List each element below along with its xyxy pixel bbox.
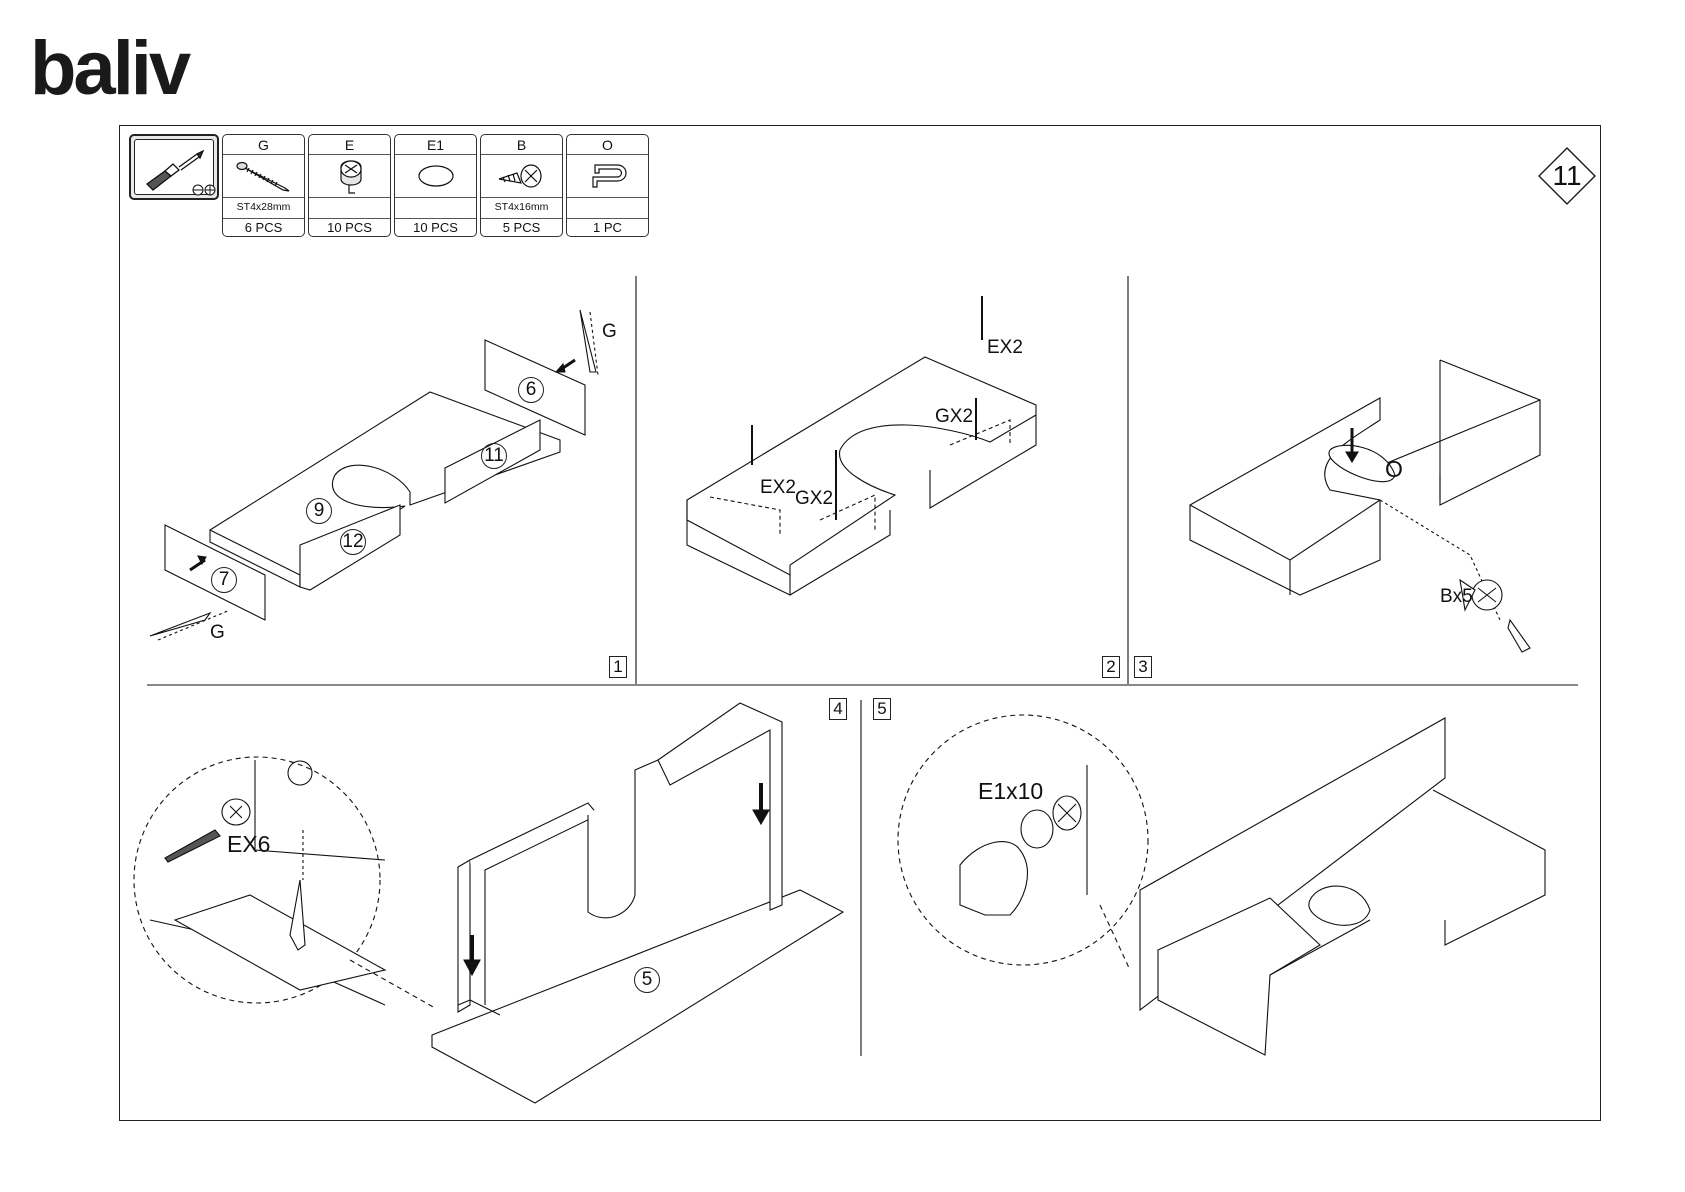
- panel-number-11: 11: [481, 443, 507, 469]
- part-label-g-bottom: G: [210, 623, 225, 642]
- step4-illustration: [134, 703, 843, 1103]
- hardware-label-ex2-left: EX2: [760, 478, 796, 497]
- hardware-label-gx2-top: GX2: [935, 407, 973, 426]
- hardware-label-ex2-top: EX2: [987, 338, 1023, 357]
- part-label-g-top: G: [602, 322, 617, 341]
- panel-number-9: 9: [306, 498, 332, 524]
- panel-number-7: 7: [211, 567, 237, 593]
- step-number-1: 1: [609, 656, 627, 678]
- step3-illustration: [1190, 360, 1540, 652]
- hardware-label-gx2-left: GX2: [795, 489, 833, 508]
- step5-illustration: [898, 715, 1545, 1055]
- panel-number-12: 12: [340, 529, 366, 555]
- hardware-label-bx5: Bx5: [1440, 587, 1473, 606]
- hardware-label-ex6: EX6: [227, 833, 270, 856]
- step-number-4: 4: [829, 698, 847, 720]
- hardware-label-e1x10: E1x10: [978, 780, 1043, 803]
- part-label-o: O: [1385, 458, 1403, 481]
- step-number-3: 3: [1134, 656, 1152, 678]
- step-number-5: 5: [873, 698, 891, 720]
- panel-number-5: 5: [634, 967, 660, 993]
- step-number-2: 2: [1102, 656, 1120, 678]
- step2-illustration: [687, 296, 1036, 595]
- panel-number-6: 6: [518, 377, 544, 403]
